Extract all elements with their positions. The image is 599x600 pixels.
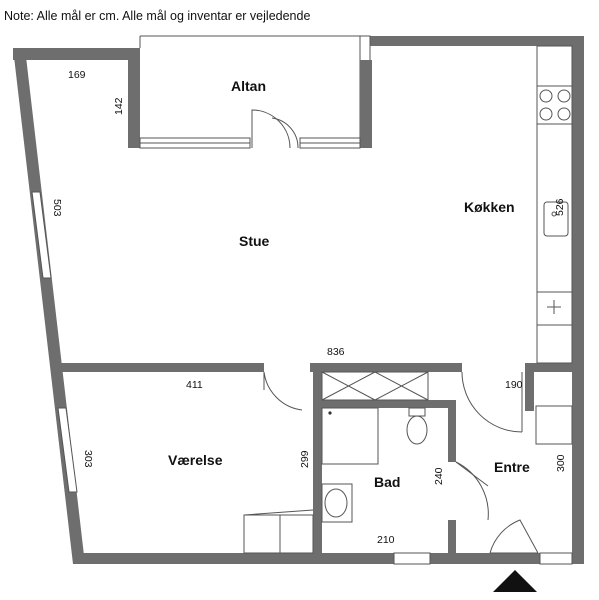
hob-icon (539, 107, 553, 121)
room-label-entre: Entre (494, 459, 530, 475)
entre-cabinet (535, 405, 573, 445)
bad-door-leaf (455, 461, 489, 487)
dimension-label: 240 (433, 467, 445, 485)
floorplan-note: Note: Alle mål er cm. Alle mål og invent… (4, 9, 311, 23)
altan-right-wall (360, 60, 372, 148)
bad-entre-wall (448, 400, 456, 462)
entre-column (525, 363, 534, 411)
toilet-icon (406, 415, 428, 445)
bad-entre-wall-lower (448, 520, 456, 553)
room-label-kokken: Køkken (464, 199, 515, 215)
dimension-label: 526 (554, 198, 566, 216)
bathroom-sink-bowl-icon (324, 488, 348, 518)
front-door-swing (489, 519, 539, 554)
vaerelse-left-window (57, 407, 78, 493)
top-right-wall (360, 36, 584, 46)
room-label-bad: Bad (374, 474, 400, 490)
altan-door-swing-2 (271, 117, 299, 149)
wardrobe-cross (321, 371, 376, 401)
bottom-outer-wall (73, 553, 584, 564)
dimension-label: 299 (299, 450, 311, 468)
stue-left-window (31, 191, 52, 279)
dimension-label: 300 (555, 454, 567, 472)
entre-door-swing (461, 371, 523, 433)
sink-icon (543, 201, 569, 237)
dimension-label: 210 (377, 534, 395, 546)
dimension-label: 190 (505, 379, 523, 391)
furniture (243, 371, 573, 554)
vaerelse-bad-wall (313, 363, 322, 553)
room-label-vaerelse: Værelse (168, 452, 223, 468)
vaerelse-door-swing (263, 371, 303, 411)
altan-outline (139, 35, 372, 149)
hob-icon (557, 107, 571, 121)
room-label-altan: Altan (231, 78, 266, 94)
toilet-tank (408, 407, 426, 417)
dimension-labels: 169 142 503 526 836 411 190 303 299 240 … (51, 69, 567, 546)
top-left-wall (13, 48, 140, 60)
outer-walls (13, 36, 584, 564)
doors (263, 371, 539, 592)
altan-door-swing (251, 109, 291, 149)
outer-windows (31, 191, 573, 565)
bathroom-shower (321, 407, 379, 465)
wardrobe-cross (374, 371, 429, 401)
room-label-stue: Stue (239, 233, 270, 249)
hob-icon (557, 89, 571, 103)
closet-door-line (243, 509, 314, 516)
kitchen-counter (536, 45, 573, 364)
dimension-label: 303 (82, 450, 94, 468)
dimension-label: 142 (113, 97, 125, 115)
entrance-arrow-icon (493, 570, 537, 592)
bathroom-sink (321, 483, 353, 523)
entre-bottom-window (539, 552, 573, 565)
room-labels: Altan Stue Køkken Værelse Bad Entre (168, 78, 530, 490)
bad-top-wall (322, 400, 456, 408)
sink-drain-icon (551, 211, 557, 217)
vaerelse-closet (243, 514, 314, 554)
dimension-label: 169 (68, 69, 86, 81)
right-outer-wall (572, 36, 584, 564)
bad-door-swing (455, 461, 489, 521)
dimension-label: 503 (51, 199, 63, 217)
bad-bottom-window (393, 552, 431, 565)
stue-bad-wall (310, 363, 462, 372)
dimension-label: 411 (186, 379, 203, 391)
vaerelse-top-wall (60, 363, 264, 372)
shower-drain-icon (328, 411, 332, 415)
hob-icon (539, 89, 553, 103)
altan-left-wall (128, 48, 140, 148)
dimension-label: 836 (327, 346, 345, 358)
kitchen-entre-wall-a (525, 363, 572, 372)
kitchen-fittings (536, 45, 573, 364)
stue-wardrobe (321, 371, 429, 401)
interior-walls (60, 363, 572, 553)
